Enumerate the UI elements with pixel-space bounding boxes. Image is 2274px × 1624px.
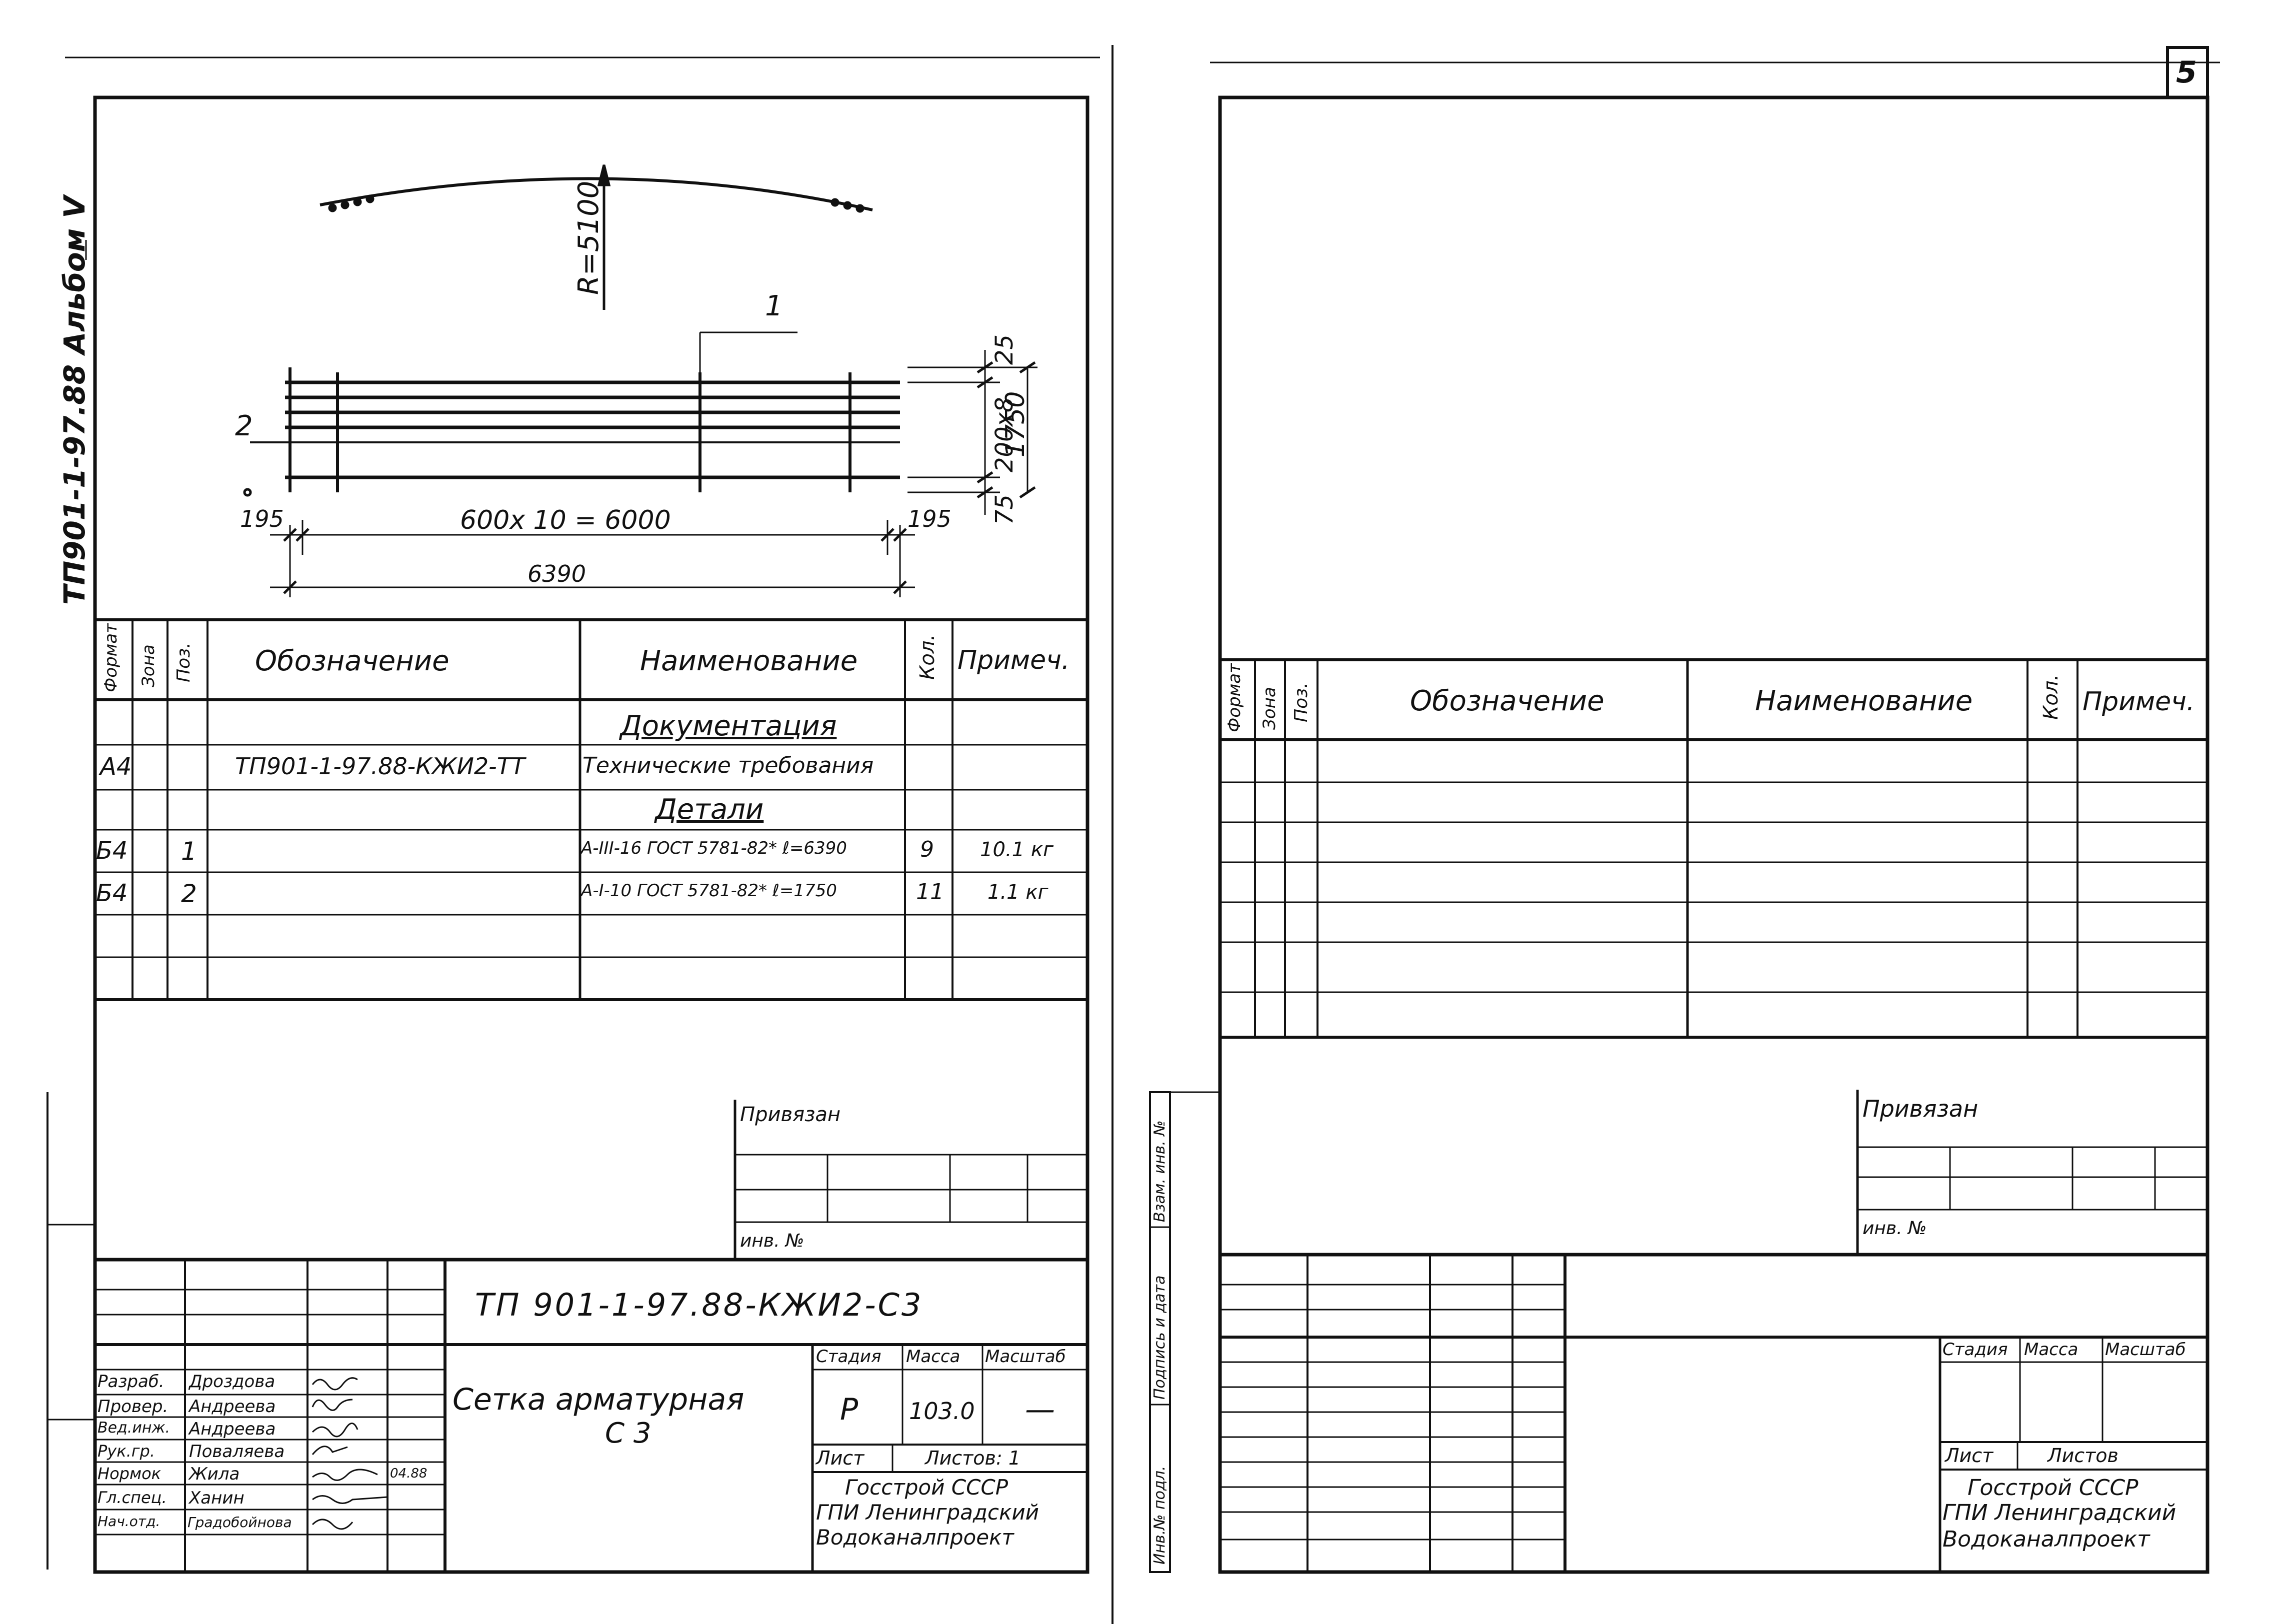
position-label-2: 2 — [235, 410, 253, 442]
org-line-3: Водоканалпроект — [816, 1525, 1014, 1550]
name-1: Андреева — [189, 1397, 276, 1417]
name-3: Поваляева — [189, 1442, 285, 1462]
right-org-line-2: ГПИ Ленинградский — [1942, 1500, 2176, 1526]
doc-code: ТП 901-1-97.88-КЖИ2-С3 — [475, 1287, 924, 1323]
right-inv-label: инв. № — [1862, 1218, 1927, 1239]
row2-note: 1.1 кг — [988, 881, 1048, 904]
role-0: Разраб. — [98, 1372, 164, 1392]
sheet-label: Лист — [816, 1447, 864, 1469]
right-scale-label: Масштаб — [2105, 1340, 2186, 1360]
right-header-qty: Кол. — [2040, 674, 2062, 720]
name-6: Градобойнова — [188, 1514, 292, 1531]
date-note: 04.88 — [390, 1466, 428, 1481]
side-label-podpis: Подпись и дата — [1151, 1275, 1168, 1400]
inv-label: инв. № — [740, 1231, 804, 1251]
header-name: Наименование — [640, 645, 858, 677]
title-line-2: С 3 — [605, 1417, 652, 1450]
org-line-1: Госстрой СССР — [845, 1475, 1008, 1500]
right-header-pos: Поз. — [1291, 682, 1312, 722]
title-line-1: Сетка арматурная — [452, 1382, 744, 1417]
sheets-label: Листов: 1 — [925, 1447, 1021, 1469]
role-2: Вед.инж. — [98, 1419, 170, 1437]
right-header-name: Наименование — [1755, 685, 1973, 717]
role-6: Нач.отд. — [98, 1513, 160, 1530]
role-5: Гл.спец. — [98, 1488, 167, 1507]
dimension-600x10: 600x 10 = 6000 — [460, 505, 671, 535]
right-stage-label: Стадия — [1942, 1340, 2008, 1360]
row2-name: А-I-10 ГОСТ 5781-82* ℓ=1750 — [581, 881, 837, 901]
row1-pos: 1 — [181, 837, 197, 866]
role-4: Нормок — [98, 1464, 161, 1483]
position-label-1: 1 — [765, 290, 783, 322]
right-header-zone: Зона — [1260, 687, 1280, 730]
stage-label: Стадия — [816, 1347, 882, 1367]
role-1: Провер. — [98, 1397, 168, 1417]
org-line-2: ГПИ Ленинградский — [816, 1500, 1039, 1525]
privyazan-label: Привязан — [740, 1103, 841, 1126]
row2-format: Б4 — [96, 879, 128, 907]
right-header-format: Формат — [1224, 663, 1244, 732]
name-4: Жила — [189, 1464, 240, 1484]
row1-qty: 9 — [920, 837, 934, 862]
doc-name: Технические требования — [582, 753, 874, 778]
row1-name: А-III-16 ГОСТ 5781-82* ℓ=6390 — [581, 838, 847, 858]
name-5: Ханин — [189, 1488, 244, 1508]
name-2: Андреева — [189, 1419, 276, 1439]
right-mass-label: Масса — [2024, 1340, 2078, 1360]
right-privyazan-label: Привязан — [1862, 1095, 1978, 1122]
right-header-note: Примеч. — [2082, 687, 2195, 717]
section-parts: Детали — [655, 793, 764, 826]
dimension-6390: 6390 — [528, 560, 586, 587]
scale-label: Масштаб — [985, 1347, 1066, 1367]
name-0: Дроздова — [189, 1372, 276, 1392]
scale-value: — — [1025, 1392, 1055, 1427]
row1-format: Б4 — [96, 837, 128, 865]
row2-pos: 2 — [181, 879, 197, 908]
doc-format: А4 — [100, 753, 132, 781]
header-designation: Обозначение — [255, 645, 450, 677]
right-header-designation: Обозначение — [1410, 685, 1604, 717]
row2-qty: 11 — [916, 879, 944, 905]
page-number: 5 — [2176, 55, 2197, 90]
dimension-195-right: 195 — [908, 505, 952, 532]
role-3: Рук.гр. — [98, 1442, 156, 1461]
right-sheet-label: Лист — [1945, 1445, 1994, 1467]
right-sheets-label: Листов — [2048, 1445, 2118, 1467]
right-org-line-1: Госстрой СССР — [1968, 1475, 2138, 1501]
side-label-inv-podl: Инв.№ подл. — [1151, 1466, 1168, 1565]
doc-designation: ТП901-1-97.88-КЖИ2-ТТ — [235, 753, 525, 780]
row1-note: 10.1 кг — [980, 838, 1054, 861]
side-label-vzam-inv: Взам. инв. № — [1151, 1120, 1168, 1222]
right-org-line-3: Водоканалпроект — [1942, 1527, 2150, 1552]
dimension-195-left: 195 — [240, 505, 284, 532]
mass-label: Масса — [906, 1347, 960, 1367]
stage-value: Р — [840, 1392, 858, 1427]
header-note: Примеч. — [958, 645, 1070, 675]
section-documentation: Документация — [620, 710, 837, 742]
mass-value: 103.0 — [909, 1398, 975, 1425]
